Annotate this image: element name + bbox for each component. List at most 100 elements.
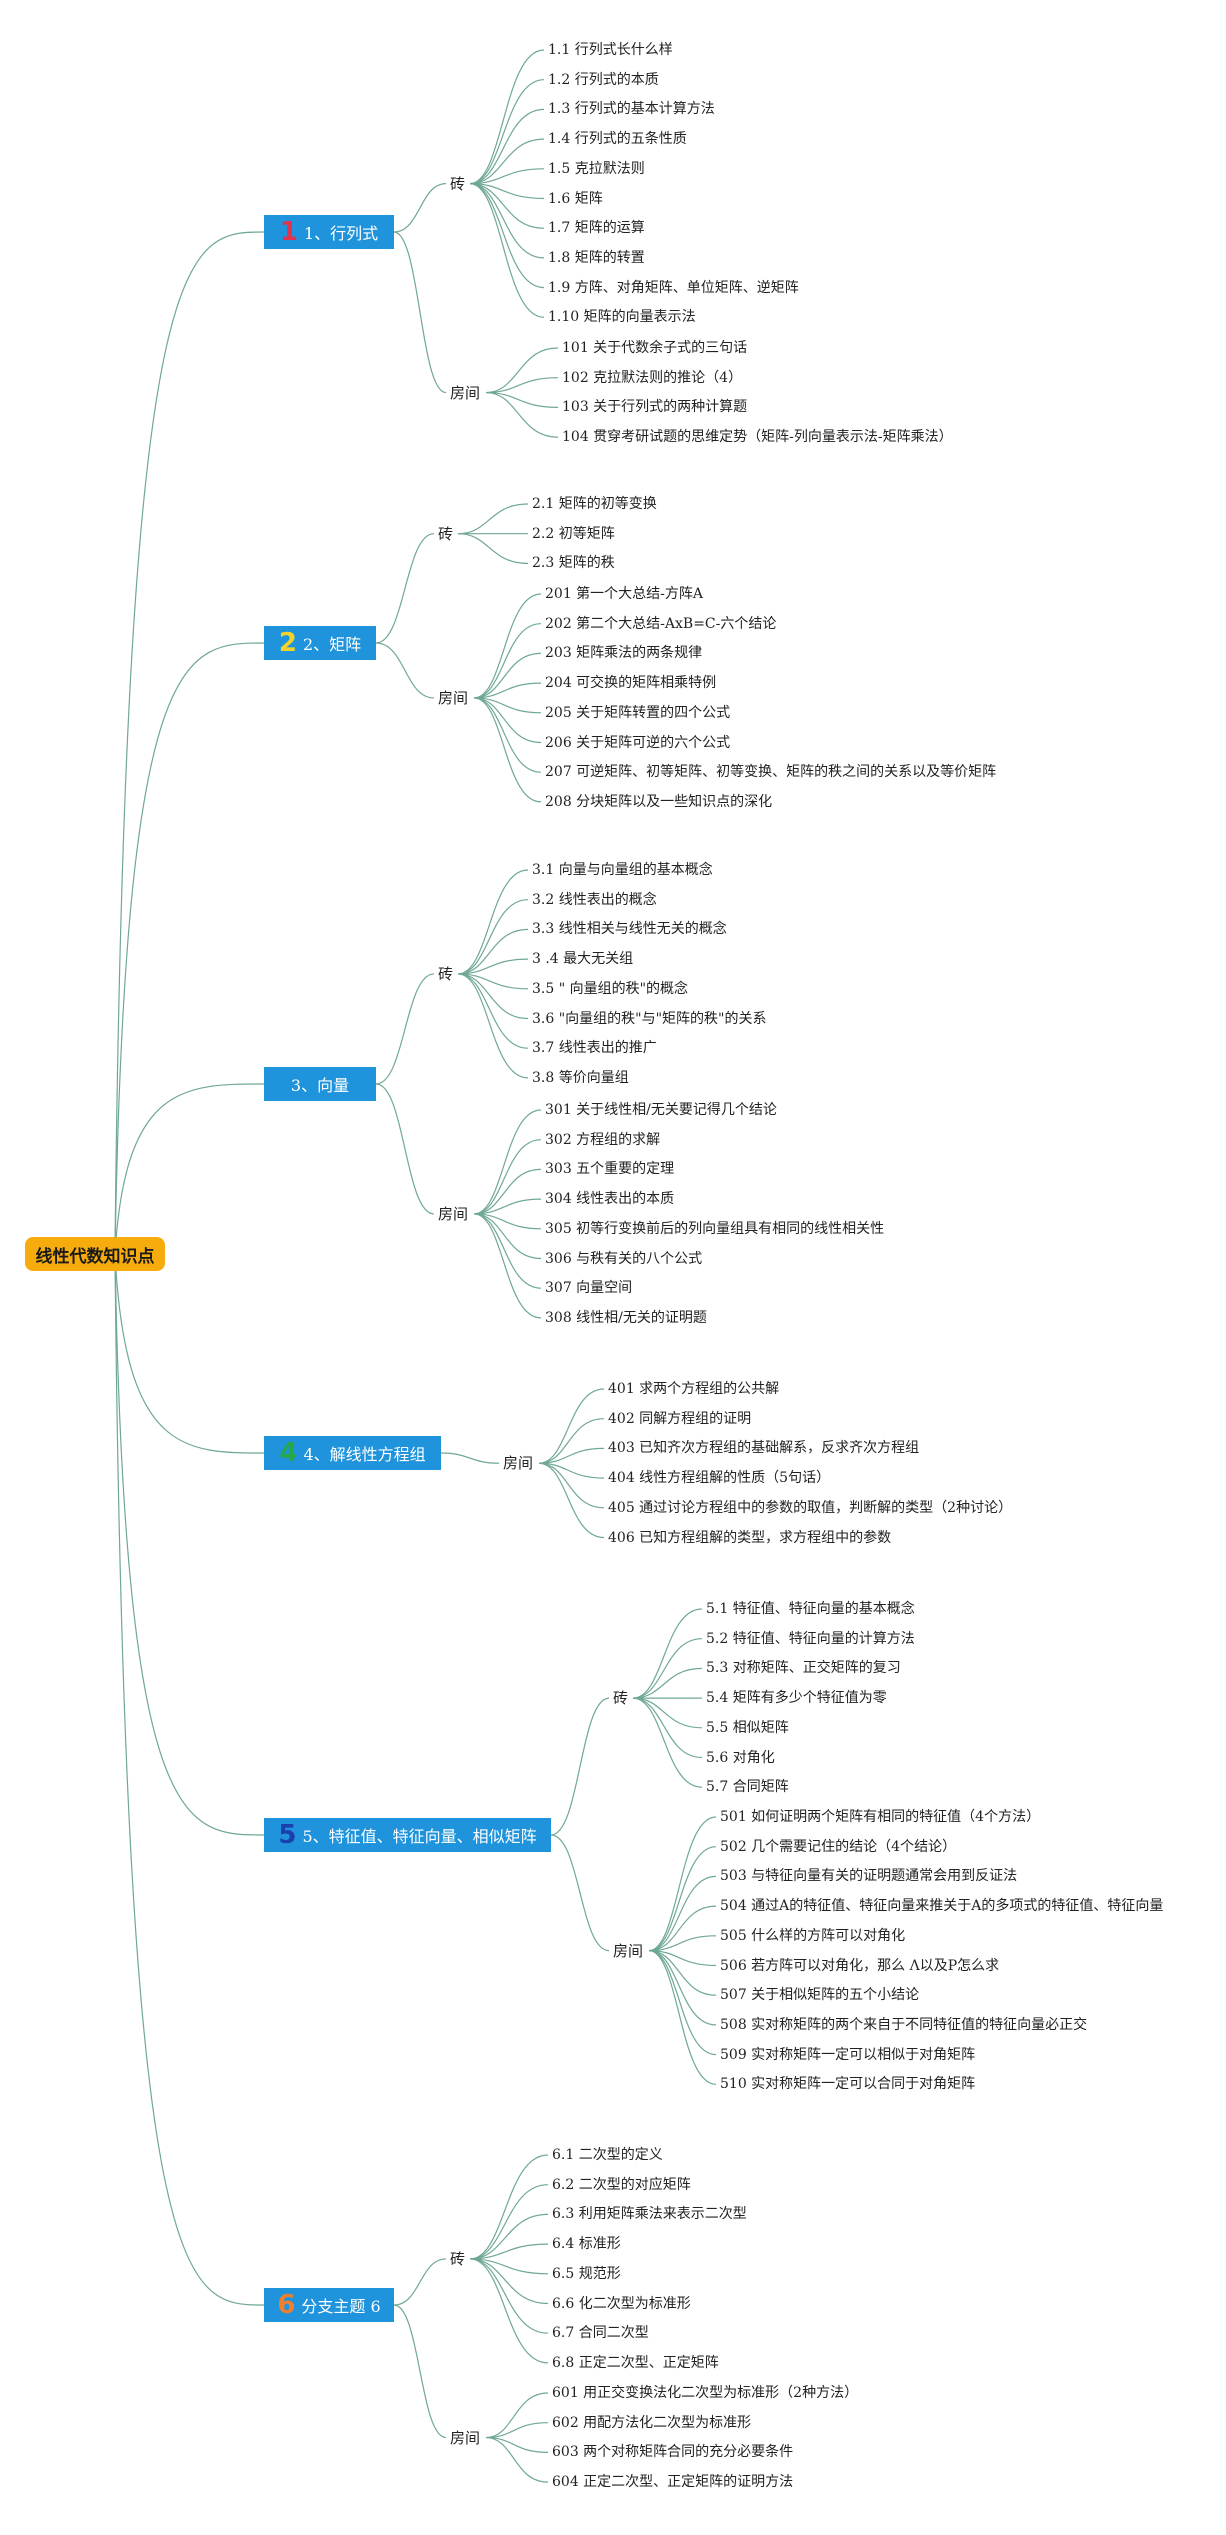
connector-line xyxy=(473,697,542,803)
leaf-node[interactable]: 1.8 矩阵的转置 xyxy=(548,248,645,268)
leaf-node[interactable]: 404 线性方程组解的性质（5句话） xyxy=(608,1468,830,1488)
leaf-node[interactable]: 206 关于矩阵可逆的六个公式 xyxy=(545,733,730,753)
leaf-node[interactable]: 1.1 行列式长什么样 xyxy=(548,40,673,60)
connector-line xyxy=(538,1462,605,1509)
leaf-node[interactable]: 1.2 行列式的本质 xyxy=(548,70,659,90)
category-rooms-b3[interactable]: 房间 xyxy=(438,1204,468,1224)
leaf-node[interactable]: 510 实对称矩阵一定可以合同于对角矩阵 xyxy=(720,2074,975,2094)
leaf-node[interactable]: 1.10 矩阵的向量表示法 xyxy=(548,307,696,327)
leaf-node[interactable]: 502 几个需要记住的结论（4个结论） xyxy=(720,1837,956,1857)
leaf-node[interactable]: 403 已知齐次方程组的基础解系，反求齐次方程组 xyxy=(608,1438,919,1458)
leaf-node[interactable]: 506 若方阵可以对角化，那么 Λ以及P怎么求 xyxy=(720,1956,999,1976)
leaf-node[interactable]: 306 与秩有关的八个公式 xyxy=(545,1249,702,1269)
leaf-node[interactable]: 508 实对称矩阵的两个来自于不同特征值的特征向量必正交 xyxy=(720,2015,1087,2035)
leaf-node[interactable]: 505 什么样的方阵可以对角化 xyxy=(720,1926,905,1946)
leaf-node[interactable]: 5.2 特征值、特征向量的计算方法 xyxy=(706,1629,915,1649)
leaf-node[interactable]: 6.7 合同二次型 xyxy=(552,2323,649,2343)
leaf-node[interactable]: 102 克拉默法则的推论（4） xyxy=(562,368,742,388)
leaf-node[interactable]: 201 第一个大总结-方阵A xyxy=(545,584,703,604)
leaf-node[interactable]: 101 关于代数余子式的三句话 xyxy=(562,338,747,358)
leaf-node[interactable]: 1.9 方阵、对角矩阵、单位矩阵、逆矩阵 xyxy=(548,278,799,298)
leaf-node[interactable]: 6.1 二次型的定义 xyxy=(552,2145,663,2165)
leaf-node[interactable]: 5.5 相似矩阵 xyxy=(706,1718,789,1738)
leaf-node[interactable]: 1.3 行列式的基本计算方法 xyxy=(548,99,715,119)
leaf-node[interactable]: 2.1 矩阵的初等变换 xyxy=(532,494,657,514)
leaf-node[interactable]: 301 关于线性相/无关要记得几个结论 xyxy=(545,1100,777,1120)
leaf-node[interactable]: 509 实对称矩阵一定可以相似于对角矩阵 xyxy=(720,2045,975,2065)
leaf-node[interactable]: 3.3 线性相关与线性无关的概念 xyxy=(532,919,727,939)
category-rooms-b2[interactable]: 房间 xyxy=(438,688,468,708)
leaf-node[interactable]: 207 可逆矩阵、初等矩阵、初等变换、矩阵的秩之间的关系以及等价矩阵 xyxy=(545,762,996,782)
leaf-node[interactable]: 402 同解方程组的证明 xyxy=(608,1409,751,1429)
leaf-node[interactable]: 204 可交换的矩阵相乘特例 xyxy=(545,673,716,693)
leaf-node[interactable]: 3.7 线性表出的推广 xyxy=(532,1038,657,1058)
leaf-node[interactable]: 3.1 向量与向量组的基本概念 xyxy=(532,860,713,880)
leaf-node[interactable]: 603 两个对称矩阵合同的充分必要条件 xyxy=(552,2442,793,2462)
leaf-node[interactable]: 308 线性相/无关的证明题 xyxy=(545,1308,707,1328)
leaf-node[interactable]: 405 通过讨论方程组中的参数的取值，判断解的类型（2种讨论） xyxy=(608,1498,1012,1518)
leaf-node[interactable]: 104 贯穿考研试题的思维定势（矩阵-列向量表示法-矩阵乘法） xyxy=(562,427,953,447)
leaf-node[interactable]: 5.3 对称矩阵、正交矩阵的复习 xyxy=(706,1658,901,1678)
leaf-node[interactable]: 3.5 " 向量组的秩"的概念 xyxy=(532,979,688,999)
category-rooms-b1-label: 房间 xyxy=(450,383,481,402)
leaf-node[interactable]: 3.6 "向量组的秩"与"矩阵的秩"的关系 xyxy=(532,1009,766,1029)
leaf-node[interactable]: 501 如何证明两个矩阵有相同的特征值（4个方法） xyxy=(720,1807,1040,1827)
leaf-node[interactable]: 406 已知方程组解的类型，求方程组中的参数 xyxy=(608,1528,891,1548)
leaf-node[interactable]: 3 .4 最大无关组 xyxy=(532,949,633,969)
leaf-node[interactable]: 302 方程组的求解 xyxy=(545,1130,660,1150)
leaf-node[interactable]: 1.6 矩阵 xyxy=(548,189,603,209)
leaf-node[interactable]: 6.8 正定二次型、正定矩阵 xyxy=(552,2353,719,2373)
leaf-node[interactable]: 203 矩阵乘法的两条规律 xyxy=(545,643,702,663)
leaf-node[interactable]: 604 正定二次型、正定矩阵的证明方法 xyxy=(552,2472,793,2492)
leaf-node[interactable]: 6.4 标准形 xyxy=(552,2234,621,2254)
leaf-node[interactable]: 602 用配方法化二次型为标准形 xyxy=(552,2413,751,2433)
leaf-node[interactable]: 2.2 初等矩阵 xyxy=(532,524,615,544)
category-rooms-b4[interactable]: 房间 xyxy=(503,1453,533,1473)
leaf-node[interactable]: 202 第二个大总结-AxB=C-六个结论 xyxy=(545,614,776,634)
leaf-node[interactable]: 503 与特征向量有关的证明题通常会用到反证法 xyxy=(720,1866,1017,1886)
leaf-node[interactable]: 6.2 二次型的对应矩阵 xyxy=(552,2175,691,2195)
category-bricks-b6[interactable]: 砖 xyxy=(450,2249,465,2269)
leaf-node[interactable]: 5.6 对角化 xyxy=(706,1748,775,1768)
leaf-node[interactable]: 507 关于相似矩阵的五个小结论 xyxy=(720,1985,919,2005)
leaf-node[interactable]: 1.5 克拉默法则 xyxy=(548,159,645,179)
category-rooms-b1[interactable]: 房间 xyxy=(450,383,480,403)
leaf-node[interactable]: 6.6 化二次型为标准形 xyxy=(552,2294,691,2314)
leaf-node[interactable]: 1.7 矩阵的运算 xyxy=(548,218,645,238)
category-bricks-b5[interactable]: 砖 xyxy=(613,1688,628,1708)
category-rooms-b5[interactable]: 房间 xyxy=(613,1941,643,1961)
category-bricks-b1[interactable]: 砖 xyxy=(450,174,465,194)
leaf-node[interactable]: 1.4 行列式的五条性质 xyxy=(548,129,687,149)
connector-line xyxy=(469,2258,549,2275)
leaf-node[interactable]: 601 用正交变换法化二次型为标准形（2种方法） xyxy=(552,2383,858,2403)
leaf-node[interactable]: 3.2 线性表出的概念 xyxy=(532,890,657,910)
leaf-node[interactable]: 5.1 特征值、特征向量的基本概念 xyxy=(706,1599,915,1619)
leaf-node[interactable]: 305 初等行变换前后的列向量组具有相同的线性相关性 xyxy=(545,1219,884,1239)
leaf-node[interactable]: 5.7 合同矩阵 xyxy=(706,1777,789,1797)
connector-line xyxy=(473,1213,542,1230)
category-rooms-b6[interactable]: 房间 xyxy=(450,2428,480,2448)
leaf-node[interactable]: 6.3 利用矩阵乘法来表示二次型 xyxy=(552,2204,747,2224)
category-bricks-b2[interactable]: 砖 xyxy=(438,524,453,544)
root-node[interactable]: 线性代数知识点 xyxy=(25,1237,165,1271)
leaf-node[interactable]: 3.8 等价向量组 xyxy=(532,1068,629,1088)
leaf-node[interactable]: 307 向量空间 xyxy=(545,1278,632,1298)
leaf-node[interactable]: 5.4 矩阵有多少个特征值为零 xyxy=(706,1688,887,1708)
leaf-node[interactable]: 401 求两个方程组的公共解 xyxy=(608,1379,779,1399)
leaf-node[interactable]: 205 关于矩阵转置的四个公式 xyxy=(545,703,730,723)
leaf-node[interactable]: 208 分块矩阵以及一些知识点的深化 xyxy=(545,792,772,812)
leaf-node[interactable]: 103 关于行列式的两种计算题 xyxy=(562,397,747,417)
leaf-node[interactable]: 304 线性表出的本质 xyxy=(545,1189,674,1209)
branch-node-b3[interactable]: 3、向量 xyxy=(264,1067,376,1101)
category-bricks-b3[interactable]: 砖 xyxy=(438,964,453,984)
leaf-node[interactable]: 303 五个重要的定理 xyxy=(545,1159,674,1179)
leaf-node[interactable]: 2.3 矩阵的秩 xyxy=(532,553,615,573)
leaf-node[interactable]: 504 通过A的特征值、特征向量来推关于A的多项式的特征值、特征向量 xyxy=(720,1896,1163,1916)
leaf-node-label: 403 已知齐次方程组的基础解系，反求齐次方程组 xyxy=(608,1440,920,1457)
leaf-node[interactable]: 6.5 规范形 xyxy=(552,2264,621,2284)
